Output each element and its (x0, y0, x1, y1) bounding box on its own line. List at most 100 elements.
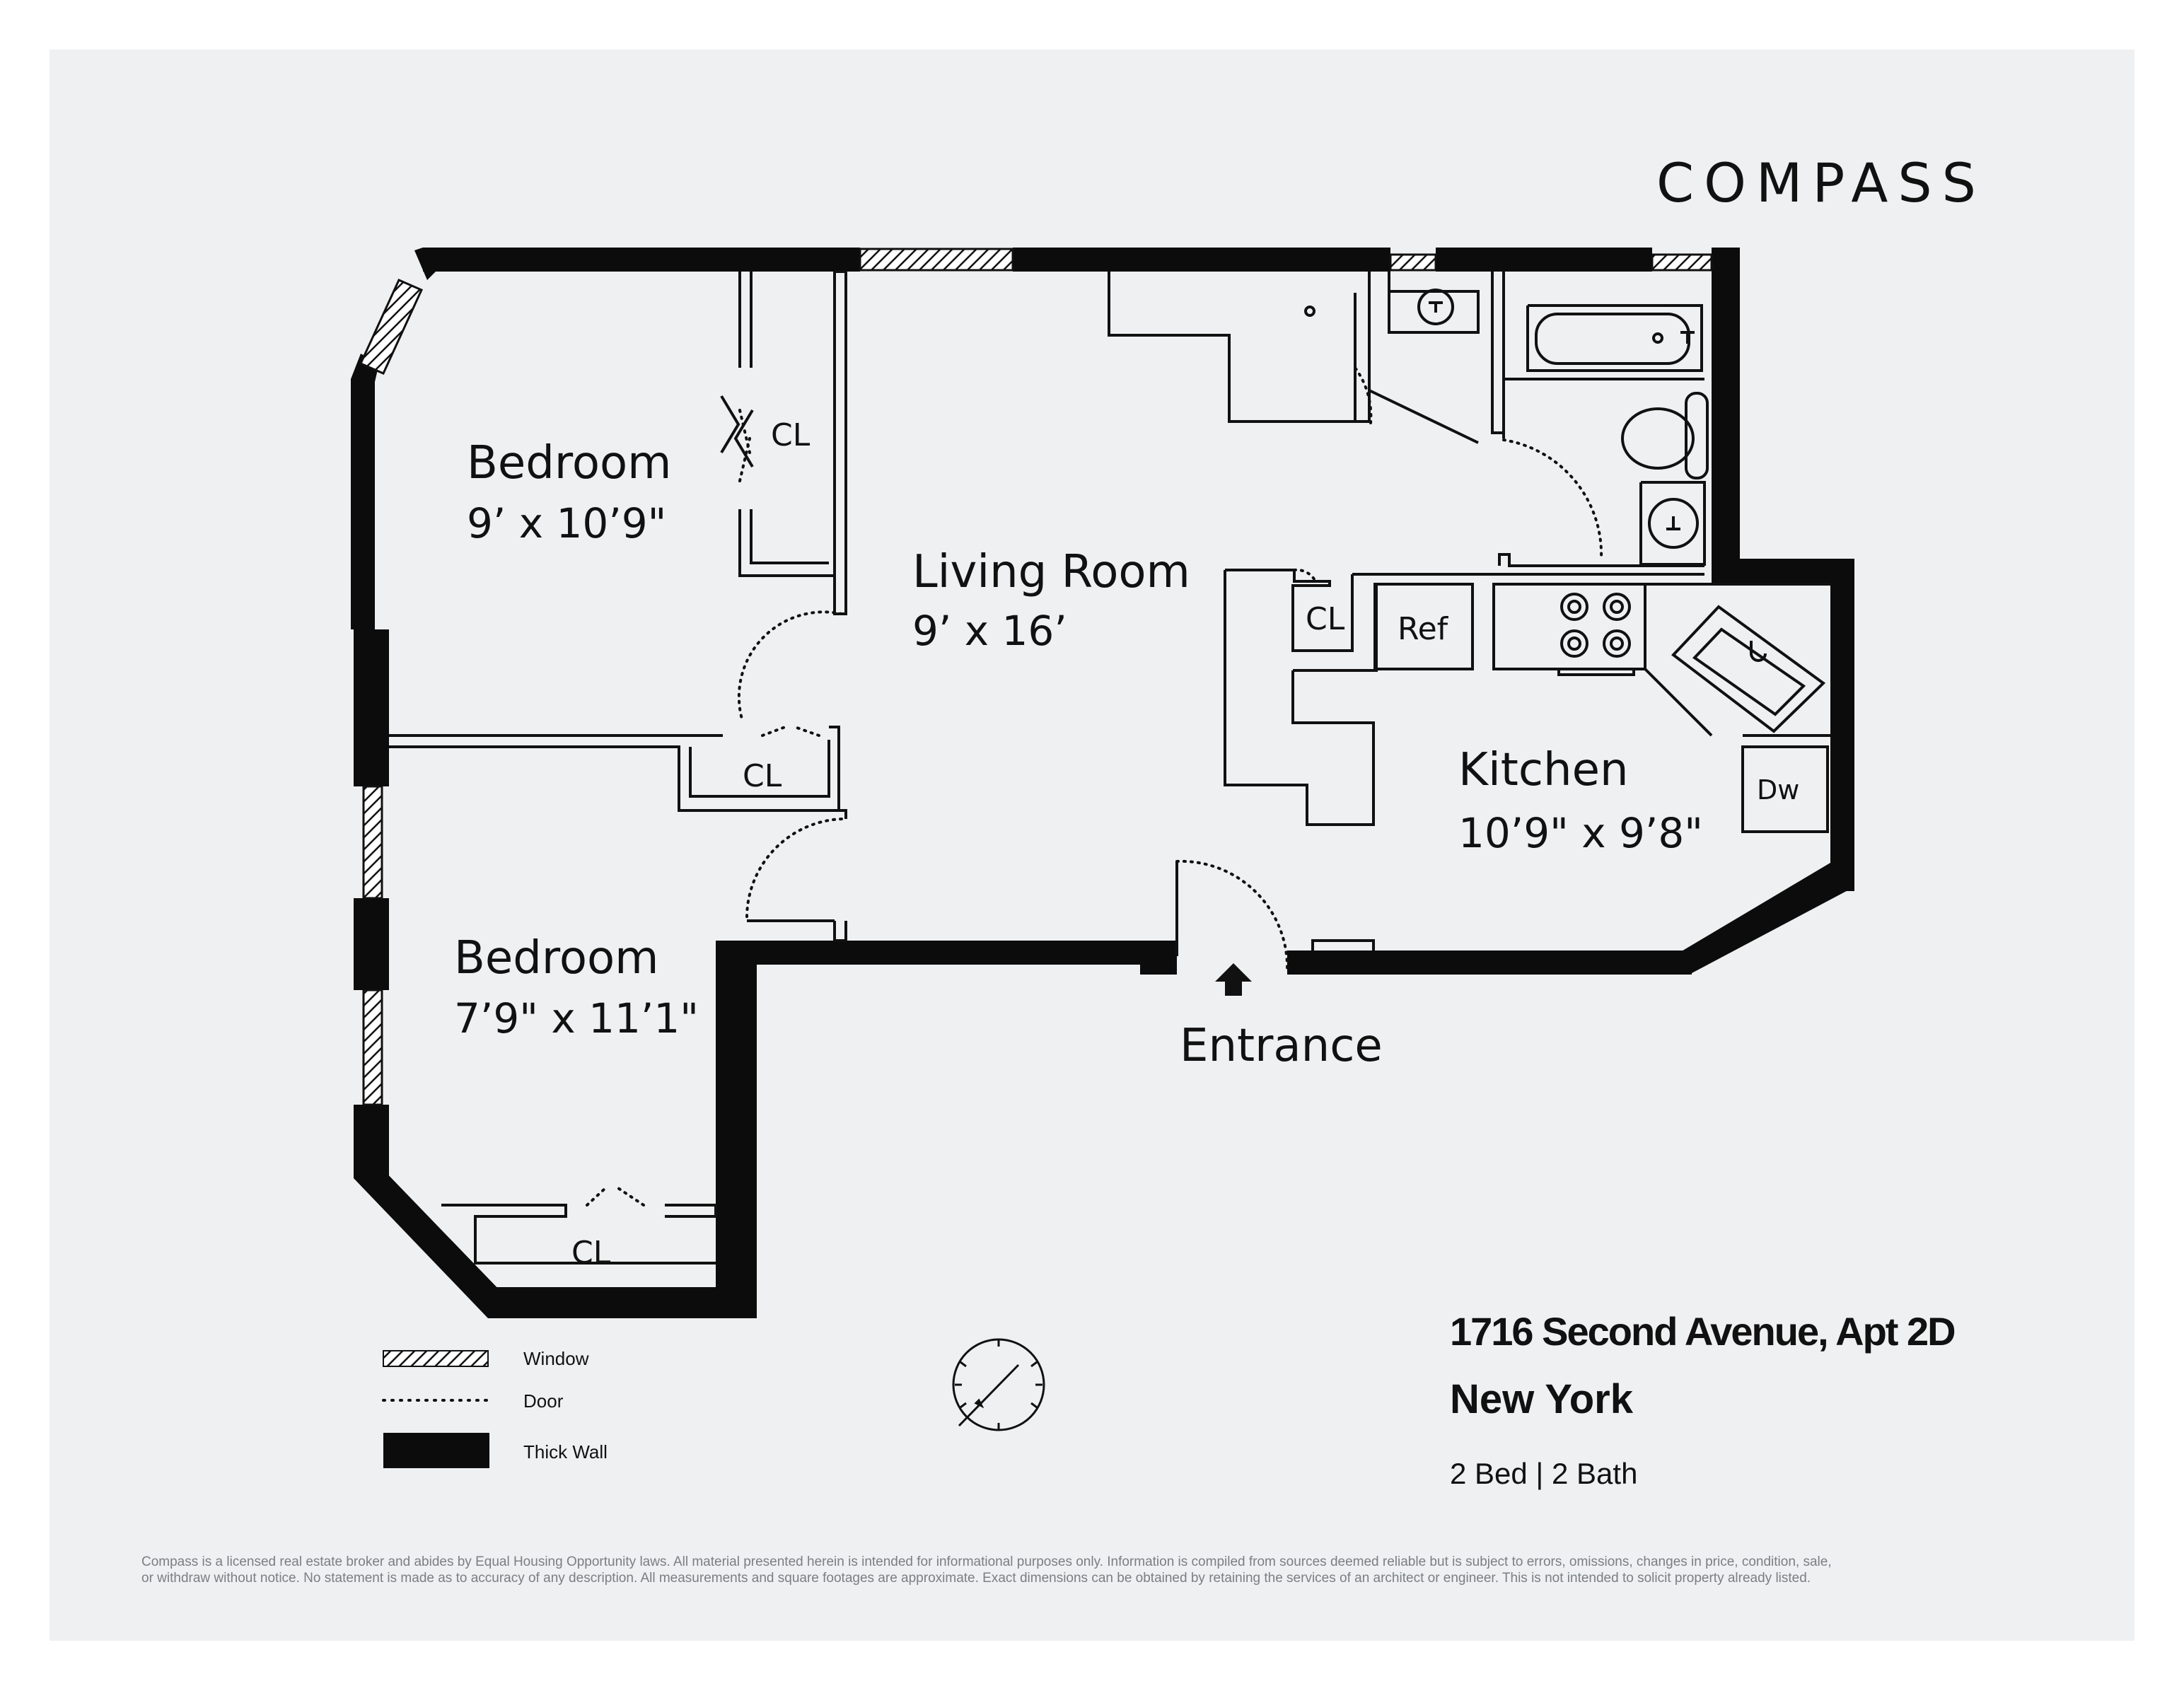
closet-label-1: CL (771, 417, 811, 453)
living-name: Living Room (912, 546, 1190, 598)
wall-left-upper-stub (354, 629, 389, 786)
bathtub-outline (1526, 304, 1703, 372)
window-bath1-top (1389, 253, 1437, 272)
closet2-outline (389, 726, 840, 812)
compass-rose-icon (952, 1338, 1045, 1431)
bedroom2-name: Bedroom (454, 932, 658, 984)
refrigerator-label: Ref (1398, 611, 1449, 647)
refrigerator (1373, 583, 1474, 670)
fixture-labels: CL CL CL CL Ref Dw (571, 417, 1799, 1271)
legend-window-label: Window (523, 1348, 589, 1369)
closet2-inner (689, 740, 830, 798)
listing-address: 1716 Second Avenue, Apt 2D (1450, 1309, 1955, 1354)
bath1-sink-counter (1388, 272, 1480, 334)
wall-kitchen-angle (1680, 863, 1854, 973)
wall-bedroom2-right (716, 941, 757, 1318)
window-living-top (859, 248, 1014, 272)
door-bedroom1 (737, 610, 843, 723)
kitchen-sink-outer (1671, 605, 1826, 733)
closet-label-2: CL (743, 758, 782, 794)
range-burner-icon (1560, 593, 1767, 662)
window-bedroom2-upper (362, 785, 383, 900)
legend-wall-label: Thick Wall (523, 1441, 608, 1463)
bath-partition (1491, 272, 1704, 434)
wall-bedroom2-angle (354, 1157, 504, 1318)
wall-entrance-right (1287, 950, 1692, 975)
toilet-tank (1685, 392, 1709, 479)
closet1-outline (738, 272, 836, 577)
tub-drain-icon (1652, 332, 1663, 344)
brand-wordmark: COMPASS (1656, 151, 1986, 214)
kitchen-counter-peninsula (1224, 570, 1375, 826)
wall-left-lower (354, 1105, 389, 1178)
listing-beds-baths: 2 Bed | 2 Bath (1450, 1457, 1637, 1490)
sink-icon (1417, 289, 1454, 325)
room-labels: Bedroom 9’ x 10’9" Living Room 9’ x 16’ … (454, 437, 1703, 1072)
door-bedroom2 (745, 818, 843, 921)
closet1-inner (750, 509, 829, 564)
faucet-icon (1429, 301, 1443, 313)
closet3-outline (441, 1204, 716, 1264)
brand-logo: COMPASS (1656, 151, 1986, 214)
closet1-bifold-a (720, 395, 740, 454)
kitchen-dims: 10’9" x 9’8" (1458, 809, 1703, 857)
bedroom2-dims: 7’9" x 11’1" (454, 994, 699, 1042)
legend-window-swatch (383, 1350, 489, 1367)
windows (359, 248, 1713, 1106)
wall-corner-nw (414, 248, 436, 280)
disclaimer-line-1: Compass is a licensed real estate broker… (141, 1554, 1832, 1569)
shower-drain-icon (1304, 306, 1315, 317)
closet-label-3: CL (1306, 601, 1345, 637)
door-leaves (720, 389, 1505, 956)
window-bedroom1-angle (359, 279, 423, 375)
door-bath1 (1354, 366, 1373, 424)
wall-entrance-left (720, 941, 1177, 965)
door-leaf-bath1 (1369, 389, 1479, 444)
door-closet2 (761, 726, 820, 737)
entrance-label: Entrance (1180, 1020, 1383, 1072)
closet3-right (665, 1204, 717, 1218)
bedroom1-name: Bedroom (467, 437, 671, 489)
bath-fixtures (1304, 289, 1709, 549)
range-handle (1557, 669, 1635, 676)
listing-city: New York (1450, 1376, 1634, 1422)
legend-door-label: Door (523, 1390, 564, 1412)
door-closet1-b (738, 437, 751, 482)
wall-left-mid (354, 898, 389, 990)
door-bath2 (1502, 438, 1603, 560)
doors (586, 366, 1603, 1207)
kitchen-top-jamb (1498, 553, 1704, 567)
kitchen-sink-inner (1692, 627, 1806, 716)
entrance-arrow-icon (1215, 963, 1252, 996)
sink-icon-2 (1648, 498, 1699, 549)
wall-bedroom2-bottom (488, 1287, 757, 1318)
bedroom2-door-stop-b (833, 921, 847, 942)
sink2-faucet-icon (1666, 516, 1680, 530)
dishwasher (1741, 745, 1829, 833)
dishwasher-label: Dw (1757, 774, 1799, 806)
wall-top-left (423, 248, 860, 272)
window-bedroom2-lower (362, 989, 383, 1106)
closet4-outline (1225, 569, 1354, 652)
closet2-corner (839, 809, 847, 819)
tub-faucet-icon (1680, 331, 1695, 344)
wall-left-upper (351, 368, 375, 629)
bedroom1-dims: 9’ x 10’9" (467, 499, 666, 547)
kitchen-name: Kitchen (1458, 744, 1629, 796)
bathtub-inner (1535, 313, 1690, 365)
bath1-outline (1108, 272, 1357, 423)
listing-info: 1716 Second Avenue, Apt 2D New York 2 Be… (1450, 1309, 1956, 1490)
partition-bedroom1-living (833, 270, 847, 615)
window-bath2-top (1651, 253, 1713, 272)
bath1-shower (1354, 272, 1371, 423)
wall-entrance-jamb (1140, 950, 1177, 975)
closet1-bifold-b (733, 409, 754, 468)
wall-bath-right (1712, 248, 1740, 583)
wall-top-right (1436, 248, 1652, 272)
closet-label-4: CL (571, 1235, 611, 1271)
kitchen-doorstop (1311, 939, 1375, 950)
toilet-icon (1621, 407, 1695, 470)
door-closet3 (586, 1187, 645, 1207)
door-closet4 (1293, 568, 1317, 583)
legend: Window Door Thick Wall (382, 1348, 608, 1468)
